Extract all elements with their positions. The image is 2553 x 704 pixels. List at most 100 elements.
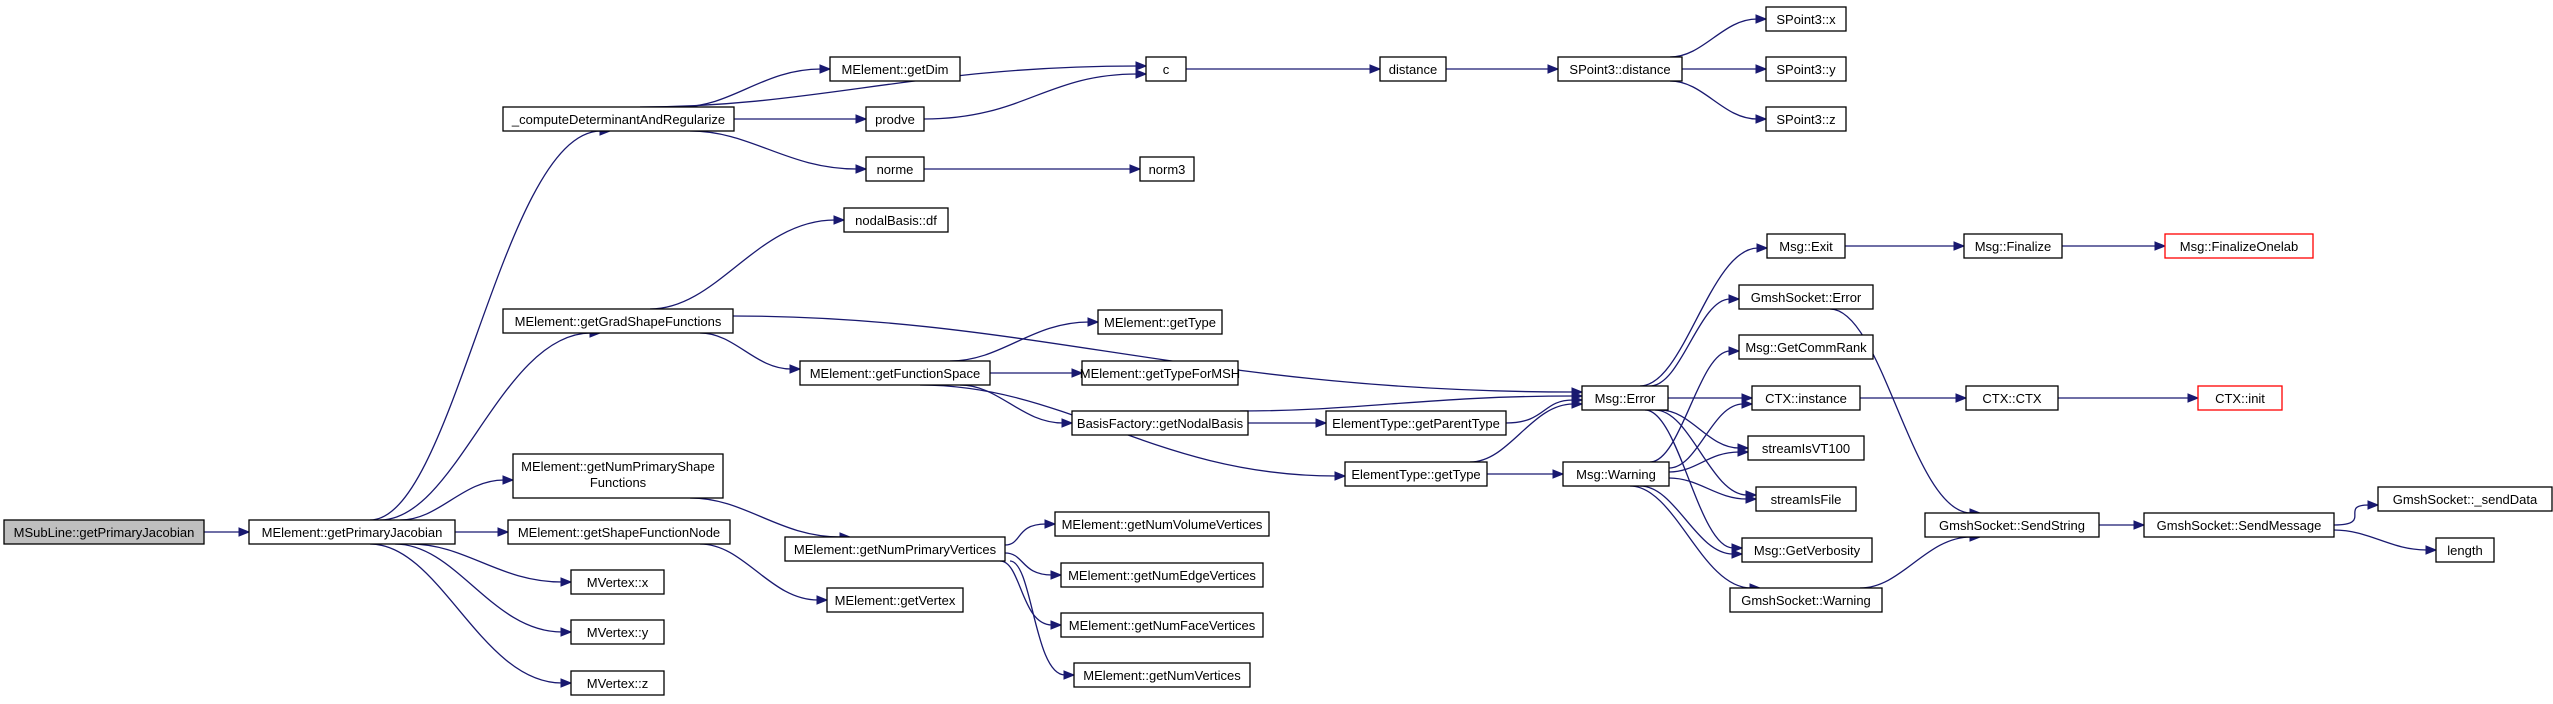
- node-getNodalBasis[interactable]: BasisFactory::getNodalBasis: [1071, 410, 1249, 436]
- node-computeDet[interactable]: _computeDeterminantAndRegularize: [502, 106, 735, 132]
- node-box: [1325, 410, 1507, 436]
- node-streamFile[interactable]: streamIsFile: [1755, 486, 1857, 512]
- node-getFunctionSpace[interactable]: MElement::getFunctionSpace: [799, 360, 991, 386]
- node-label: c: [1163, 62, 1170, 77]
- arrowhead: [238, 527, 251, 537]
- node-label: distance: [1389, 62, 1437, 77]
- node-gsSendString[interactable]: GmshSocket::SendString: [1924, 512, 2100, 538]
- node-getNumEdgeVertices[interactable]: MElement::getNumEdgeVertices: [1060, 562, 1264, 588]
- node-nodalDf[interactable]: nodalBasis::df: [843, 207, 949, 233]
- arrowhead: [1728, 346, 1741, 356]
- node-label: CTX::instance: [1765, 391, 1847, 406]
- edge-computeDet-to-c: [639, 61, 1148, 108]
- node-label: MVertex::z: [587, 676, 648, 691]
- edge-distance-to-spDistance: [1446, 64, 1560, 74]
- node-box: [1073, 662, 1251, 688]
- node-getGradShape[interactable]: MElement::getGradShapeFunctions: [502, 308, 734, 334]
- node-getShapeFunctionNode[interactable]: MElement::getShapeFunctionNode: [507, 519, 731, 545]
- node-msgWarning[interactable]: Msg::Warning: [1562, 461, 1670, 487]
- node-norme[interactable]: norme: [865, 156, 925, 182]
- node-label: CTX::CTX: [1982, 391, 2042, 406]
- edge-etGetType-to-msgError: [1469, 399, 1584, 463]
- arrowhead: [1755, 114, 1768, 124]
- edge-msgWarning-to-ctxInstance: [1668, 399, 1754, 469]
- node-label: streamIsVT100: [1762, 441, 1850, 456]
- node-getDim[interactable]: MElement::getDim: [829, 56, 961, 82]
- edge-ctxInstance-to-ctxCtx: [1860, 393, 1968, 403]
- node-getType[interactable]: MElement::getType: [1097, 309, 1223, 335]
- node-label: MElement::getFunctionSpace: [810, 366, 981, 381]
- edge-norme-to-norm3: [923, 164, 1142, 174]
- node-msgError[interactable]: Msg::Error: [1581, 385, 1669, 411]
- edge-line: [1644, 409, 1734, 549]
- edge-line: [699, 332, 792, 370]
- arrowhead: [855, 114, 868, 124]
- edge-computeDet-to-norme: [689, 130, 868, 174]
- arrowhead: [1050, 620, 1063, 630]
- node-c[interactable]: c: [1145, 56, 1187, 82]
- node-label: ElementType::getType: [1351, 467, 1480, 482]
- node-box: [1765, 6, 1847, 32]
- edge-getNodalBasis-to-msgError: [1239, 391, 1584, 412]
- node-box: [1379, 56, 1447, 82]
- node-gsWarning[interactable]: GmshSocket::Warning: [1729, 587, 1883, 613]
- node-getNumPrimaryVertices[interactable]: MElement::getNumPrimaryVertices: [784, 536, 1006, 562]
- arrowhead: [2367, 500, 2380, 510]
- node-etGetType[interactable]: ElementType::getType: [1344, 461, 1488, 487]
- node-ctxCtx[interactable]: CTX::CTX: [1965, 385, 2059, 411]
- edge-msgWarning-to-streamFile: [1668, 477, 1758, 504]
- arrowhead: [1071, 368, 1084, 378]
- node-label: MElement::getNumEdgeVertices: [1068, 568, 1256, 583]
- node-vy[interactable]: MVertex::y: [570, 619, 665, 645]
- node-ctxInstance[interactable]: CTX::instance: [1751, 385, 1861, 411]
- arrowhead: [1044, 519, 1057, 529]
- node-getCommRank[interactable]: Msg::GetCommRank: [1738, 334, 1874, 360]
- node-label: nodalBasis::df: [855, 213, 937, 228]
- node-getTypeForMSH[interactable]: MElement::getTypeForMSH: [1080, 360, 1240, 386]
- node-box: [2377, 486, 2553, 512]
- node-streamVT100[interactable]: streamIsVT100: [1747, 435, 1865, 461]
- node-box: [1738, 284, 1874, 310]
- node-getNumVolumeVertices[interactable]: MElement::getNumVolumeVertices: [1054, 511, 1270, 537]
- node-ctxInit[interactable]: CTX::init: [2197, 385, 2283, 411]
- node-getVertex[interactable]: MElement::getVertex: [826, 587, 964, 613]
- node-spx[interactable]: SPoint3::x: [1765, 6, 1847, 32]
- edge-line: [369, 543, 563, 684]
- node-getParentType[interactable]: ElementType::getParentType: [1325, 410, 1507, 436]
- node-prodve[interactable]: prodve: [865, 106, 925, 132]
- node-label: ElementType::getParentType: [1332, 416, 1500, 431]
- node-msgExit[interactable]: Msg::Exit: [1766, 233, 1846, 259]
- node-vz[interactable]: MVertex::z: [570, 670, 665, 696]
- node-norm3[interactable]: norm3: [1139, 156, 1195, 182]
- node-box: [1097, 309, 1223, 335]
- edge-line: [1669, 18, 1758, 58]
- node-getNumFaceVertices[interactable]: MElement::getNumFaceVertices: [1060, 612, 1264, 638]
- node-gsError[interactable]: GmshSocket::Error: [1738, 284, 1874, 310]
- node-distance[interactable]: distance: [1379, 56, 1447, 82]
- node-spDistance[interactable]: SPoint3::distance: [1557, 56, 1683, 82]
- node-label: Msg::Finalize: [1975, 239, 2052, 254]
- node-spy[interactable]: SPoint3::y: [1765, 56, 1847, 82]
- node-root[interactable]: MSubLine::getPrimaryJacobian: [3, 519, 205, 545]
- node-getPrimaryJacobian[interactable]: MElement::getPrimaryJacobian: [248, 519, 456, 545]
- edge-getNumPrimaryVertices-to-getNumFaceVertices: [999, 560, 1063, 630]
- node-getNumVertices[interactable]: MElement::getNumVertices: [1073, 662, 1251, 688]
- node-msgFinalize[interactable]: Msg::Finalize: [1963, 233, 2063, 259]
- edge-line: [1649, 350, 1731, 463]
- node-spz[interactable]: SPoint3::z: [1765, 106, 1847, 132]
- arrowhead: [560, 627, 573, 637]
- node-length[interactable]: length: [2435, 537, 2495, 563]
- node-vx[interactable]: MVertex::x: [570, 569, 665, 595]
- node-gsSendMessage[interactable]: GmshSocket::SendMessage: [2143, 512, 2335, 538]
- edge-line: [999, 560, 1053, 626]
- node-label: MElement::getDim: [842, 62, 949, 77]
- edge-spDistance-to-spx: [1669, 14, 1768, 58]
- node-box: [1738, 334, 1874, 360]
- node-label: GmshSocket::Warning: [1741, 593, 1871, 608]
- node-msgFinalizeOnelab[interactable]: Msg::FinalizeOnelab: [2164, 233, 2314, 259]
- node-gsSendData[interactable]: GmshSocket::_sendData: [2377, 486, 2553, 512]
- node-getVerbosity[interactable]: Msg::GetVerbosity: [1741, 537, 1873, 563]
- arrowhead: [1552, 469, 1565, 479]
